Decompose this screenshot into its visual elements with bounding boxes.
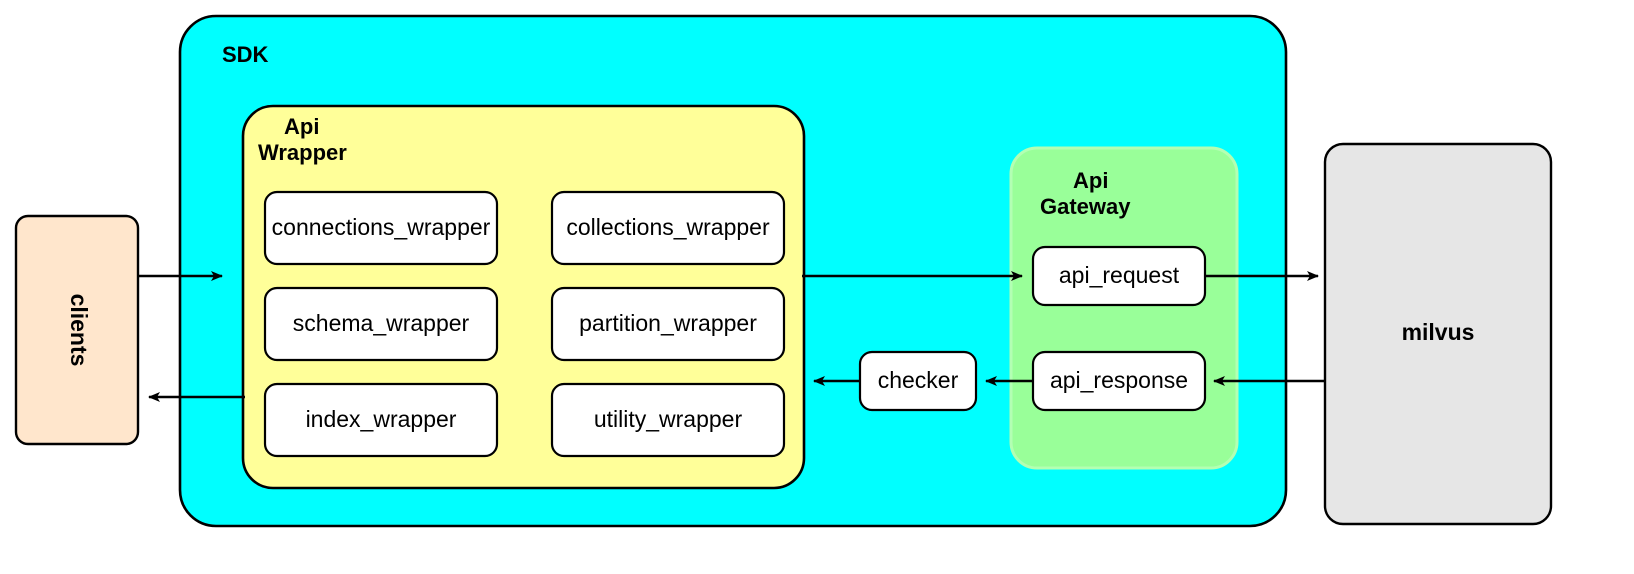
node-index-wrapper[interactable]: index_wrapper [263, 382, 499, 458]
node-collections-wrapper[interactable]: collections_wrapper [550, 190, 786, 266]
node-milvus[interactable]: milvus [1323, 142, 1553, 526]
index-wrapper-label: index_wrapper [306, 406, 457, 432]
api-gateway-title-line1: Api [1073, 168, 1108, 193]
api-wrapper-title-line1: Api [284, 114, 319, 139]
utility-wrapper-label: utility_wrapper [594, 406, 743, 432]
api-request-label: api_request [1059, 262, 1180, 288]
partition-wrapper-box[interactable] [550, 286, 786, 362]
sdk-title: SDK [222, 42, 269, 67]
api-response-label: api_response [1050, 367, 1188, 393]
node-checker[interactable]: checker [858, 350, 978, 412]
node-api-request[interactable]: api_request [1031, 245, 1207, 307]
schema-wrapper-label: schema_wrapper [293, 310, 470, 336]
api-wrapper-title-line2: Wrapper [258, 140, 347, 165]
collections-wrapper-box[interactable] [550, 190, 786, 266]
milvus-label: milvus [1402, 319, 1475, 345]
collections-wrapper-label: collections_wrapper [566, 214, 770, 240]
partition-wrapper-label: partition_wrapper [579, 310, 757, 336]
node-partition-wrapper[interactable]: partition_wrapper [550, 286, 786, 362]
node-utility-wrapper[interactable]: utility_wrapper [550, 382, 786, 458]
node-connections-wrapper[interactable]: connections_wrapper [263, 190, 499, 266]
node-schema-wrapper[interactable]: schema_wrapper [263, 286, 499, 362]
connections-wrapper-label: connections_wrapper [272, 214, 491, 240]
api-gateway-title-line2: Gateway [1040, 194, 1131, 219]
index-wrapper-box[interactable] [263, 382, 499, 458]
checker-label: checker [878, 367, 959, 393]
clients-label: clients [66, 294, 92, 367]
connections-wrapper-box[interactable] [263, 190, 499, 266]
utility-wrapper-box[interactable] [550, 382, 786, 458]
container-api-gateway: Api Gateway [1009, 146, 1239, 470]
schema-wrapper-box[interactable] [263, 286, 499, 362]
node-api-response[interactable]: api_response [1031, 350, 1207, 412]
milvus-box[interactable] [1323, 142, 1553, 526]
clients-box[interactable] [14, 214, 140, 446]
node-clients[interactable]: clients [14, 214, 140, 446]
